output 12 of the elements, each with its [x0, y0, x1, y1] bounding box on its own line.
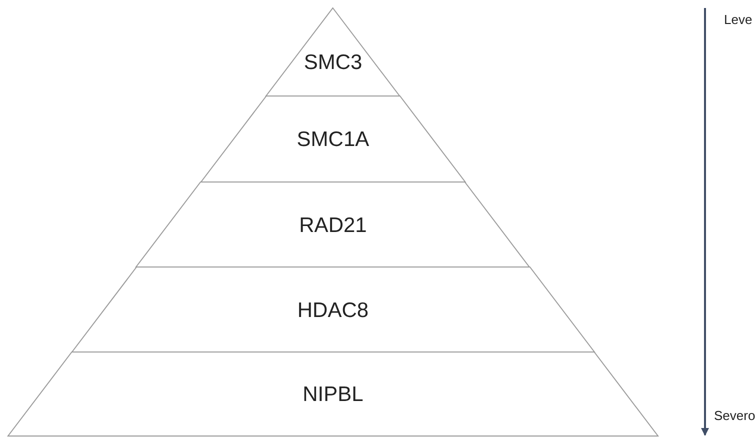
pyramid-level	[8, 352, 658, 436]
pyramid-level	[136, 182, 530, 267]
level-label: NIPBL	[302, 382, 364, 408]
scale-label: Severo	[714, 407, 755, 425]
pyramid-level	[200, 96, 466, 182]
pyramid-level	[72, 267, 594, 352]
level-label: SMC3	[304, 50, 362, 76]
scale-label: Leve	[724, 11, 752, 29]
level-label: RAD21	[299, 212, 367, 239]
level-label: HDAC8	[297, 298, 369, 324]
pyramid-level	[266, 8, 400, 96]
level-label: SMC1A	[296, 127, 370, 154]
